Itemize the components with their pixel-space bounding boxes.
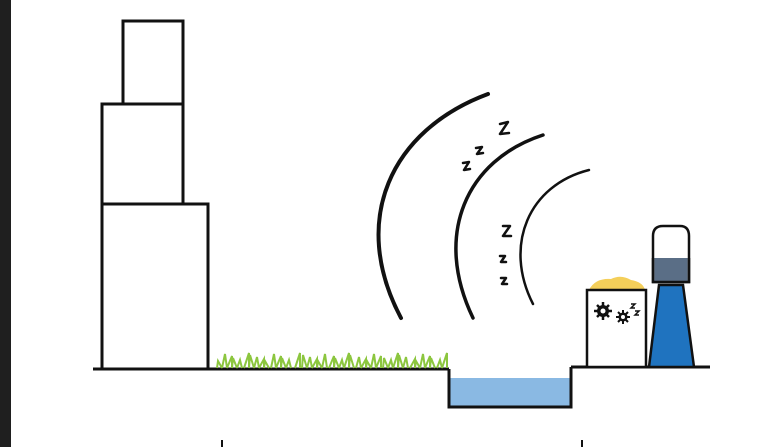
grass-blade — [437, 360, 442, 368]
grass-blade — [295, 353, 300, 368]
trench-water — [449, 378, 571, 407]
small-gear-icon — [616, 310, 630, 324]
bottom-ticks — [222, 440, 582, 447]
squiggle-3 — [463, 162, 470, 170]
factory-building — [587, 290, 646, 367]
building-top-block — [123, 21, 183, 104]
grass-blade — [334, 358, 339, 368]
water-tower-stem — [649, 285, 694, 367]
sound-waves — [379, 94, 589, 318]
grass-blade — [271, 354, 276, 368]
grass-blade — [376, 356, 381, 368]
grass-blade — [264, 361, 269, 368]
noise-barrier-diagram — [11, 0, 770, 447]
grass-blade — [398, 355, 403, 368]
squiggle-2 — [476, 147, 483, 154]
grass-blade — [420, 354, 425, 368]
grass-blade — [430, 358, 435, 368]
grass-blade — [286, 360, 291, 368]
squiggle-6 — [501, 278, 507, 284]
building-base-block — [102, 204, 208, 369]
grass-blade — [302, 355, 307, 368]
factory-roof-pile — [589, 277, 645, 290]
building-middle-block — [102, 104, 183, 204]
water-trench — [449, 367, 571, 407]
grass-blade — [281, 358, 286, 368]
grass-blade — [232, 358, 237, 368]
squiggle-5 — [500, 256, 506, 262]
grass-blade — [442, 353, 447, 368]
grass-blade — [371, 354, 376, 368]
squiggle-4 — [503, 226, 511, 236]
sound-wave-inner — [520, 170, 589, 304]
grass — [217, 353, 447, 368]
grass-blade — [254, 357, 259, 368]
grass-blade — [237, 360, 242, 368]
noise-squiggles — [463, 122, 511, 284]
tall-building — [102, 21, 208, 369]
grass-blade — [322, 354, 327, 368]
sound-wave-outer — [379, 94, 488, 318]
water-tower — [649, 226, 694, 367]
grass-blade — [249, 355, 254, 368]
diagram-canvas — [11, 0, 770, 447]
squiggle-1 — [500, 122, 509, 134]
grass-blade — [307, 357, 312, 368]
grass-blade — [349, 355, 354, 368]
grass-blade — [403, 357, 408, 368]
grass-blade — [339, 360, 344, 368]
grass-blade — [222, 354, 227, 368]
grass-blade — [383, 358, 388, 368]
water-tower-tank-water — [655, 258, 688, 281]
grass-blade — [356, 357, 361, 368]
grass-blade — [388, 360, 393, 368]
factory — [587, 277, 646, 367]
